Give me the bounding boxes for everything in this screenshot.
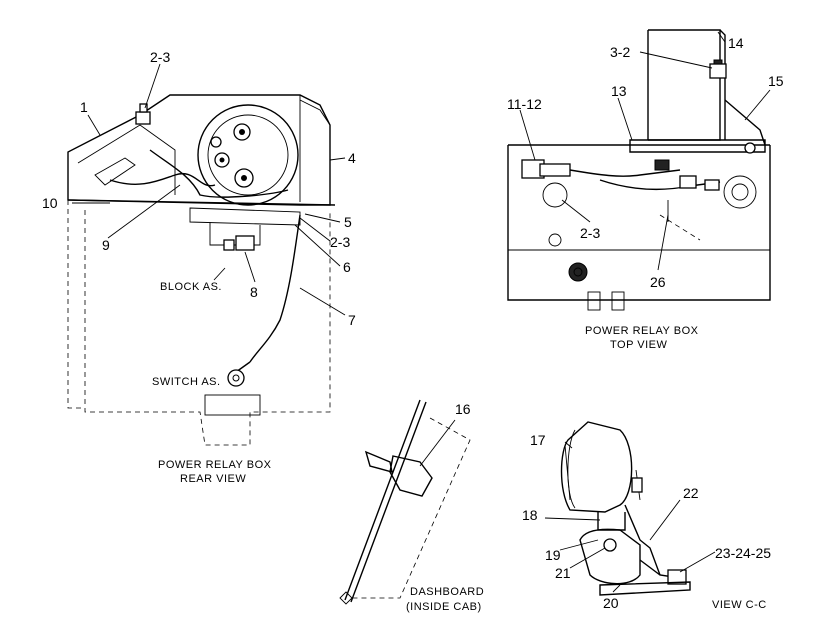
callout-rear-4: 4 <box>348 150 356 166</box>
callout-cc-18: 18 <box>522 507 538 523</box>
block-as-label: BLOCK AS. <box>160 281 222 293</box>
callout-cc-23-24-25: 23-24-25 <box>715 545 771 561</box>
callout-cc-22: 22 <box>683 485 699 501</box>
callout-top-11-12: 11-12 <box>507 96 542 112</box>
dashboard-drawing <box>339 399 471 605</box>
view-cc-caption: VIEW C-C <box>712 599 767 611</box>
callout-top-15: 15 <box>768 73 784 89</box>
dashboard-caption-2: (INSIDE CAB) <box>406 601 482 613</box>
view-cc-drawing <box>560 421 691 596</box>
dashboard-leader <box>419 419 456 467</box>
callout-rear-9: 9 <box>102 237 110 253</box>
callout-rear-8: 8 <box>250 284 258 300</box>
top-view-leaders <box>519 31 771 271</box>
callout-rear-2-3-side: 2-3 <box>330 234 350 250</box>
top-view-caption-1: POWER RELAY BOX <box>585 325 699 337</box>
callout-top-14: 14 <box>728 35 744 51</box>
rear-view-drawing <box>67 94 336 446</box>
top-view-drawing <box>507 29 771 311</box>
callout-cc-20: 20 <box>603 595 619 611</box>
callout-cc-19: 19 <box>545 547 561 563</box>
callout-top-13: 13 <box>611 83 627 99</box>
callout-top-3-2: 3-2 <box>610 44 630 60</box>
top-view-caption-2: TOP VIEW <box>610 339 668 351</box>
rear-view-caption-2: REAR VIEW <box>180 473 246 485</box>
view-cc-leaders <box>544 441 716 593</box>
callout-rear-2-3-top: 2-3 <box>150 49 170 65</box>
callout-top-2-3: 2-3 <box>580 225 600 241</box>
callout-rear-5: 5 <box>344 214 352 230</box>
switch-as-label: SWITCH AS. <box>152 376 221 388</box>
callout-rear-6: 6 <box>343 259 351 275</box>
rear-view-caption-1: POWER RELAY BOX <box>158 459 272 471</box>
callout-top-26: 26 <box>650 274 666 290</box>
callout-cc-17: 17 <box>530 432 546 448</box>
callout-rear-1: 1 <box>80 99 88 115</box>
callout-dash-16: 16 <box>455 401 471 417</box>
rear-view-leaders <box>72 63 346 316</box>
callout-rear-7: 7 <box>348 312 356 328</box>
callout-rear-10: 10 <box>42 195 58 211</box>
callout-cc-21: 21 <box>555 565 571 581</box>
dashboard-caption-1: DASHBOARD <box>410 586 484 598</box>
